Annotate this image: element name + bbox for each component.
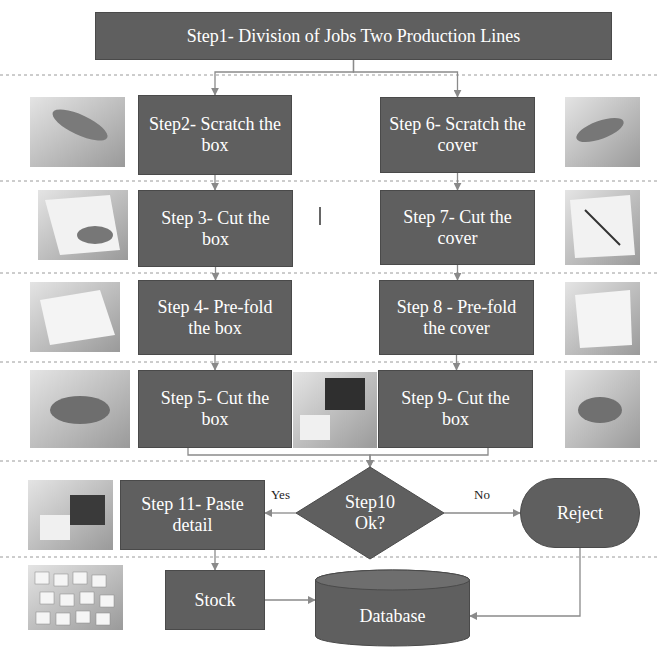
flow-arrow bbox=[457, 173, 458, 190]
node-text: Step 3- Cut the box bbox=[147, 208, 284, 249]
node-text: Step 11- Paste detail bbox=[129, 494, 256, 535]
flow-arrow bbox=[456, 355, 457, 370]
process-box: Step2- Scratch the box bbox=[138, 95, 292, 175]
stray-mark bbox=[319, 207, 321, 225]
node-text: Step 8 - Pre-fold the cover bbox=[388, 297, 525, 338]
process-box: Step 7- Cut the cover bbox=[380, 190, 535, 265]
node-text: Step1- Division of Jobs Two Production L… bbox=[187, 26, 520, 47]
step-photo bbox=[28, 97, 640, 630]
edge-label: No bbox=[472, 487, 492, 503]
flow-arrow bbox=[470, 548, 580, 616]
node-text: Step 6- Scratch the cover bbox=[389, 114, 526, 155]
row-divider bbox=[0, 75, 659, 557]
flow-arrow bbox=[444, 512, 520, 513]
process-box: Step 6- Scratch the cover bbox=[380, 97, 535, 173]
node-text: Step10 Ok? bbox=[330, 492, 410, 533]
node-text: Step2- Scratch the box bbox=[147, 114, 283, 155]
header-box: Step1- Division of Jobs Two Production L… bbox=[95, 12, 612, 60]
database-cylinder: Database bbox=[315, 570, 470, 646]
flow-arrow bbox=[214, 550, 215, 570]
flow-arrow bbox=[354, 60, 458, 97]
flow-arrow bbox=[215, 267, 216, 280]
flow-arrow bbox=[215, 60, 354, 95]
process-box: Stock bbox=[165, 570, 265, 630]
flow-arrow bbox=[214, 355, 215, 370]
decision-diamond: Step10 Ok? bbox=[296, 467, 444, 559]
node-text: Step 9- Cut the box bbox=[387, 388, 524, 429]
node-text: Stock bbox=[194, 590, 235, 611]
process-box: Step 4- Pre-fold the box bbox=[138, 280, 292, 355]
flow-arrow bbox=[214, 175, 215, 190]
node-text: Database bbox=[360, 606, 426, 627]
flow-arrow bbox=[370, 448, 488, 467]
node-text: Step 7- Cut the cover bbox=[389, 207, 526, 248]
flow-arrow bbox=[188, 448, 370, 467]
node-text: Step 4- Pre-fold the box bbox=[147, 297, 283, 338]
node-text: Reject bbox=[557, 503, 603, 524]
process-box: Step 8 - Pre-fold the cover bbox=[379, 280, 534, 355]
process-box: Step 5- Cut the box bbox=[138, 370, 292, 448]
flow-arrow bbox=[457, 265, 458, 280]
terminal-node: Reject bbox=[520, 478, 640, 548]
edge-label: Yes bbox=[269, 487, 292, 503]
node-text: Step 5- Cut the box bbox=[147, 388, 283, 429]
process-box: Step 11- Paste detail bbox=[120, 480, 265, 550]
process-box: Step 9- Cut the box bbox=[378, 370, 533, 448]
process-box: Step 3- Cut the box bbox=[138, 190, 293, 267]
flow-arrow bbox=[265, 512, 296, 513]
flow-arrow bbox=[265, 599, 315, 600]
